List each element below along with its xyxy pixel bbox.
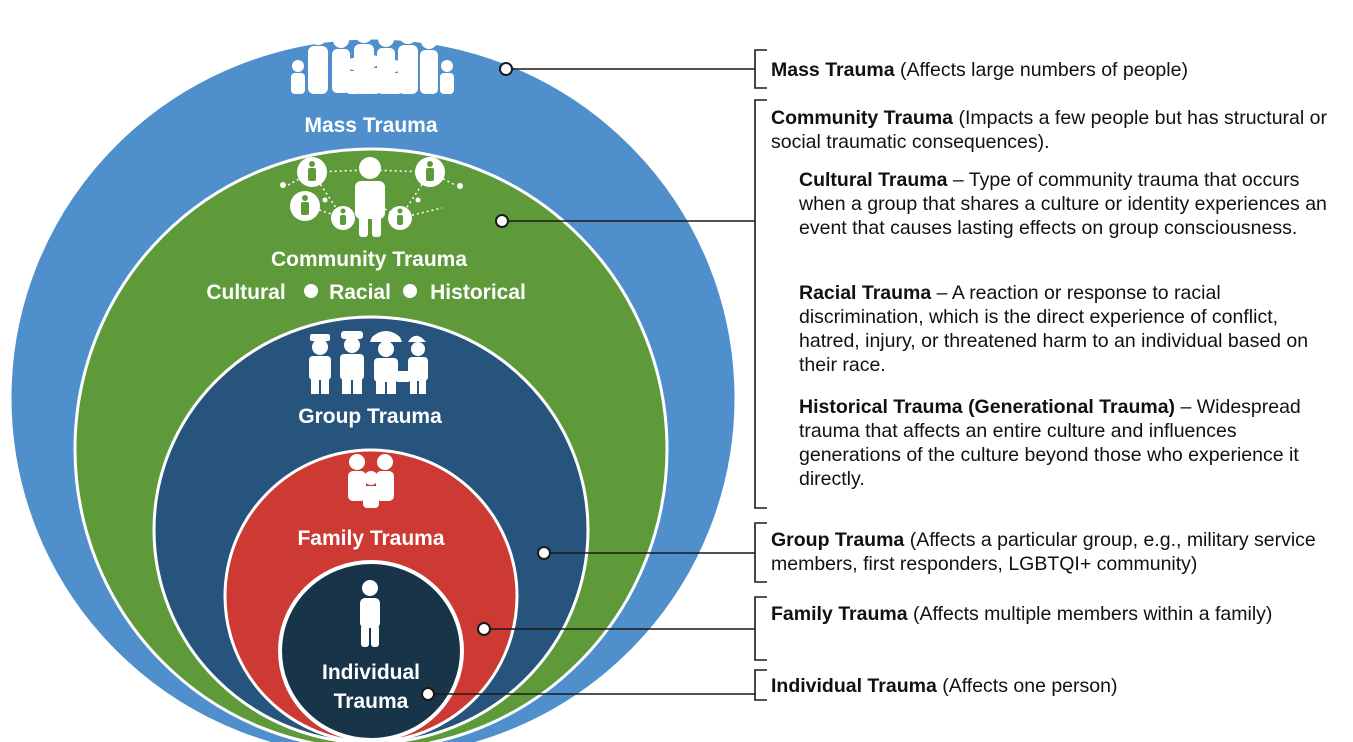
community-network-icon [280, 157, 463, 237]
mass-trauma-text: (Affects large numbers of people) [899, 59, 1188, 81]
mass-bracket [754, 49, 767, 89]
connector-dots [421, 62, 551, 701]
group-bracket [754, 522, 767, 583]
family-trauma-text: (Affects multiple members within a famil… [912, 603, 1273, 625]
group-trauma-description: Group Trauma (Affects a particular group… [771, 528, 1341, 576]
historical-trauma-text: – Widespread trauma that affects an enti… [799, 396, 1301, 490]
individual-trauma-term: Individual Trauma [771, 675, 937, 697]
community-trauma-description: Community Trauma (Impacts a few people b… [771, 106, 1331, 154]
racial-trauma-description: Racial Trauma – A reaction or response t… [799, 281, 1319, 377]
cultural-trauma-description: Cultural Trauma – Type of community trau… [799, 168, 1339, 240]
mass-trauma-description: Mass Trauma (Affects large numbers of pe… [771, 58, 1341, 82]
individual-connector-dot [421, 687, 435, 701]
crowd-icon [291, 25, 454, 94]
family-bracket [754, 596, 767, 661]
community-trauma-text: (Impacts a few people but has structural… [771, 107, 1327, 153]
racial-trauma-text: – A reaction or response to racial discr… [799, 282, 1309, 376]
connectors [432, 49, 767, 701]
individual-trauma-label-line2: Trauma [334, 690, 409, 713]
family-icon [348, 454, 394, 508]
cultural-trauma-term: Cultural Trauma [799, 169, 948, 191]
community-trauma-label: Community Trauma [271, 248, 467, 271]
community-trauma-term: Community Trauma [771, 107, 954, 129]
community-bracket [754, 99, 767, 509]
community-sublabel: Cultural Racial Historical [206, 281, 526, 304]
racial-trauma-term: Racial Trauma [799, 282, 932, 304]
cultural-sublabel: Cultural [206, 281, 285, 304]
individual-trauma-description: Individual Trauma (Affects one person) [771, 674, 1341, 698]
historical-trauma-description: Historical Trauma (Generational Trauma) … [799, 395, 1339, 491]
group-trauma-text: (Affects a particular group, e.g., milit… [771, 529, 1316, 575]
group-trauma-label: Group Trauma [298, 405, 442, 428]
person-icon [360, 580, 380, 647]
cultural-trauma-text: – Type of community trauma that occurs w… [799, 169, 1327, 239]
mass-connector-dot [499, 62, 513, 76]
family-connector-dot [477, 622, 491, 636]
individual-trauma-label-line1: Individual [322, 661, 420, 684]
historical-trauma-term: Historical Trauma (Generational Trauma) [799, 396, 1176, 418]
first-responders-icon [309, 331, 428, 394]
mass-trauma-term: Mass Trauma [771, 59, 895, 81]
family-trauma-label: Family Trauma [297, 527, 444, 550]
family-trauma-description: Family Trauma (Affects multiple members … [771, 602, 1301, 626]
family-trauma-term: Family Trauma [771, 603, 908, 625]
mass-trauma-label: Mass Trauma [304, 114, 437, 137]
historical-sublabel: Historical [430, 281, 526, 304]
individual-trauma-circle [278, 560, 464, 742]
racial-sublabel: Racial [329, 281, 391, 304]
group-trauma-term: Group Trauma [771, 529, 905, 551]
bullet-separator-icon [304, 284, 318, 298]
bullet-separator-icon [403, 284, 417, 298]
individual-trauma-text: (Affects one person) [942, 675, 1118, 697]
group-connector-dot [537, 546, 551, 560]
individual-bracket [754, 669, 767, 701]
community-connector-dot [495, 214, 509, 228]
